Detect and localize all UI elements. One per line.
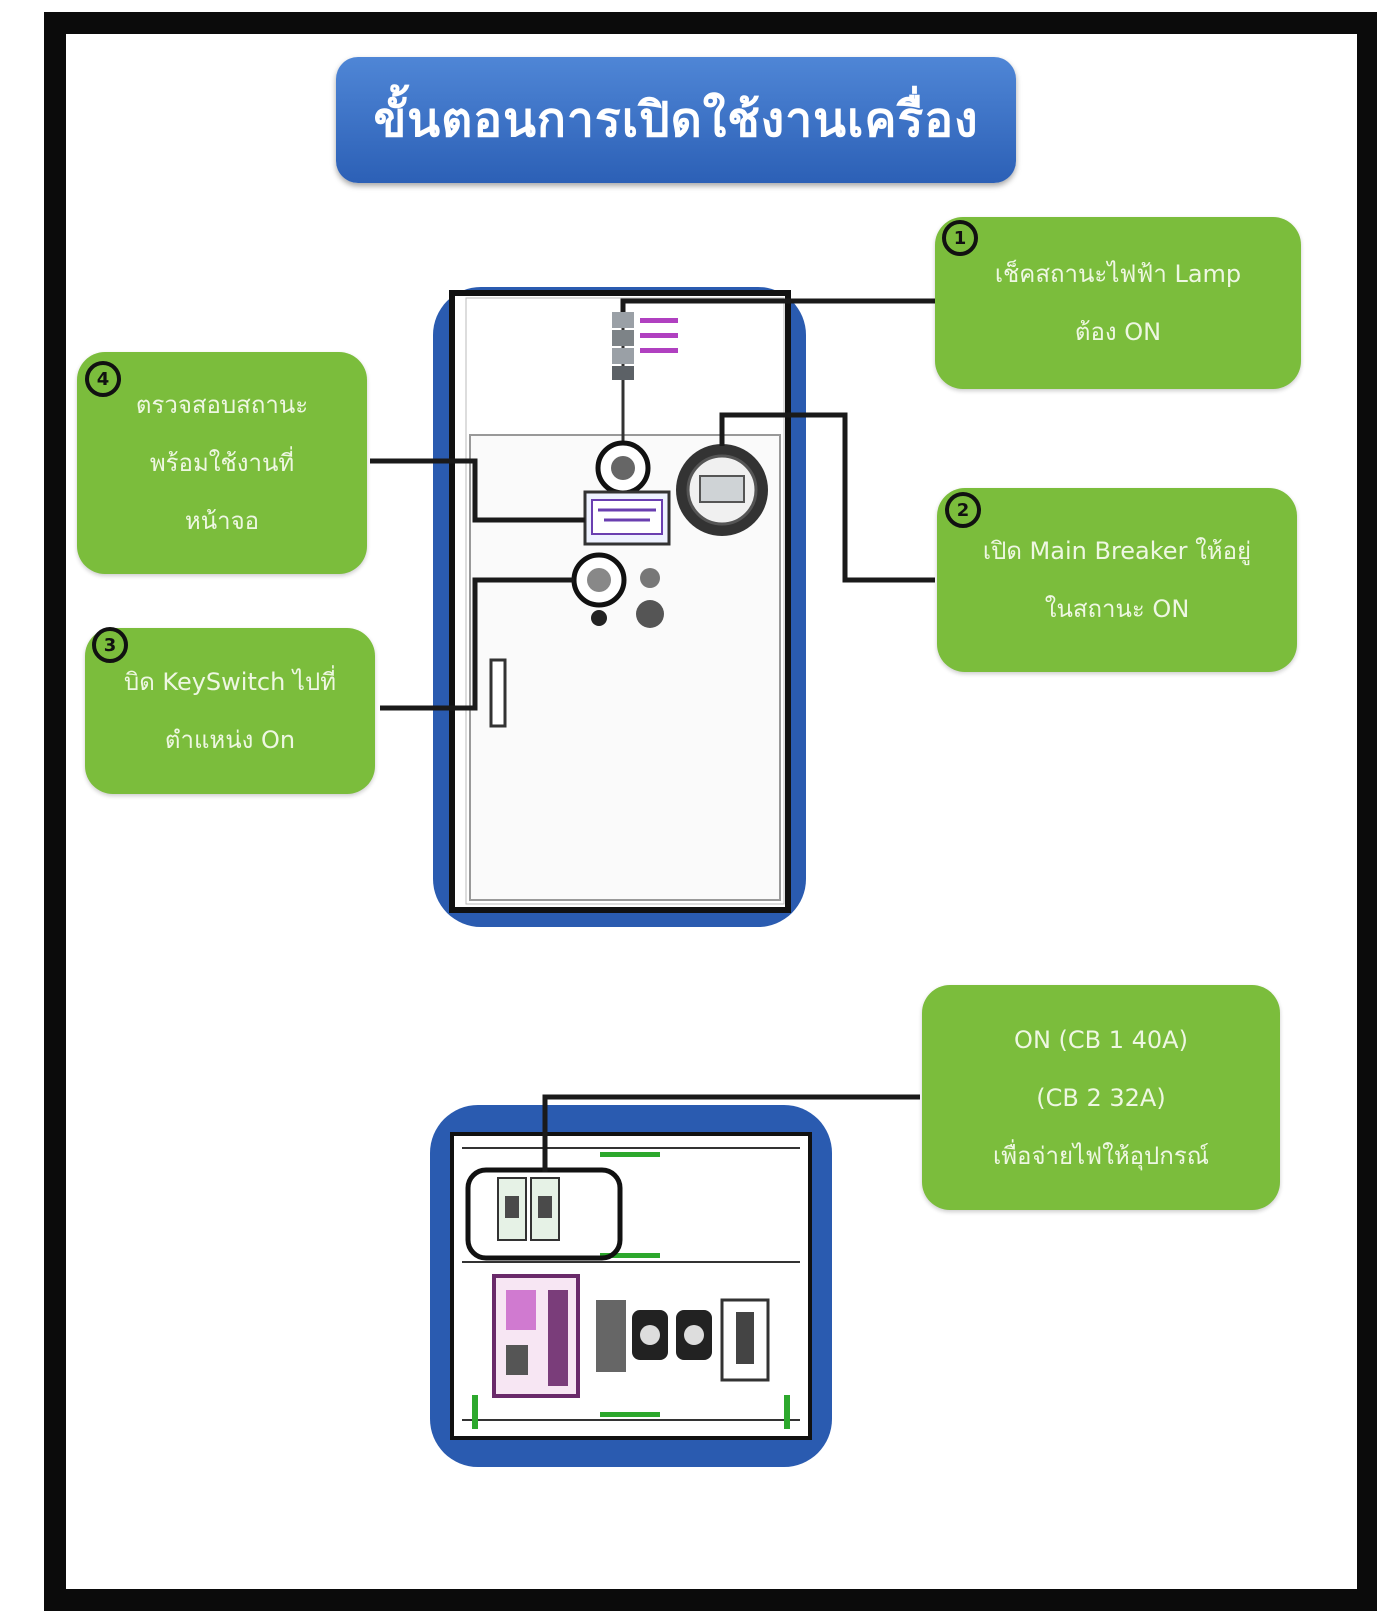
step-4-callout: ตรวจสอบสถานะ พร้อมใช้งานที่ หน้าจอ <box>77 352 367 574</box>
leader-line-step-2 <box>719 412 935 583</box>
door-handle <box>489 658 507 728</box>
leader-line-step-3 <box>380 577 574 711</box>
lamp-indicator <box>595 440 651 496</box>
step-4-number-badge: 4 <box>85 361 121 397</box>
power-components <box>492 1274 770 1398</box>
breaker-note-line-3: เพื่อจ่ายไฟให้อุปกรณ์ <box>993 1141 1209 1170</box>
leader-lines <box>370 298 935 1172</box>
display-screen <box>583 490 671 546</box>
leader-line-step-4 <box>370 458 585 523</box>
breaker-note-callout: ON (CB 1 40A) (CB 2 32A) เพื่อจ่ายไฟให้อ… <box>922 985 1280 1210</box>
step-1-callout: เช็คสถานะไฟฟ้า Lamp ต้อง ON <box>935 217 1301 389</box>
step-4-line-2: พร้อมใช้งานที่ <box>149 449 295 477</box>
step-2-number-badge: 2 <box>945 492 981 528</box>
breaker-note-line-2: (CB 2 32A) <box>1036 1083 1166 1112</box>
step-2-line-2: ในสถานะ ON <box>1044 595 1190 623</box>
step-4-line-3: หน้าจอ <box>184 507 260 535</box>
main-cabinet <box>433 287 806 927</box>
breaker-note-line-1: ON (CB 1 40A) <box>1014 1025 1188 1054</box>
signal-tower-lamp <box>612 310 678 445</box>
step-1-line-1: เช็คสถานะไฟฟ้า Lamp <box>994 260 1242 288</box>
step-3-number-badge: 3 <box>92 627 128 663</box>
breaker-box <box>430 1105 832 1467</box>
main-breaker-knob <box>676 444 768 536</box>
step-1-line-2: ต้อง ON <box>1074 318 1162 346</box>
step-3-line-1: บิด KeySwitch ไปที่ <box>123 668 337 696</box>
leader-line-step-1 <box>620 298 935 312</box>
step-3-line-2: ตำแหน่ง On <box>164 726 296 754</box>
step-4-line-1: ตรวจสอบสถานะ <box>135 391 309 419</box>
step-1-number-badge: 1 <box>942 220 978 256</box>
step-2-line-1: เปิด Main Breaker ให้อยู่ <box>982 537 1252 565</box>
step-3-callout: บิด KeySwitch ไปที่ ตำแหน่ง On <box>85 628 375 794</box>
leader-line-breaker <box>542 1094 920 1172</box>
step-2-callout: เปิด Main Breaker ให้อยู่ ในสถานะ ON <box>937 488 1297 672</box>
page-title: ขั้นตอนการเปิดใช้งานเครื่อง <box>336 57 1016 183</box>
